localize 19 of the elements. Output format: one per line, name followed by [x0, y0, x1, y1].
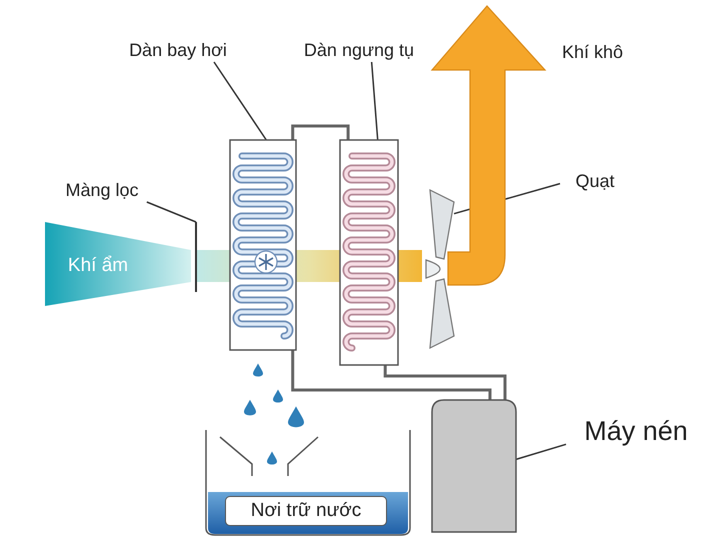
condenser-coil-drawing — [339, 139, 399, 366]
part-label: Màng lọc — [65, 180, 139, 200]
pipe — [291, 124, 350, 140]
pipe — [291, 350, 492, 400]
part-label: Dàn ngưng tụ — [304, 40, 414, 60]
evaporator-coil-drawing — [229, 139, 297, 351]
leader-line — [213, 62, 267, 140]
leader-line — [370, 62, 378, 140]
part-label: Dàn bay hơi — [129, 40, 227, 60]
inlet-label: Khí ẩm — [68, 255, 128, 277]
fan-drawing — [425, 188, 455, 350]
pipe — [384, 365, 506, 400]
leader-line — [516, 444, 566, 460]
part-label: Khí khô — [562, 42, 624, 63]
tank-label: Nơi trữ nước — [225, 496, 387, 526]
part-label: Máy nén — [584, 416, 688, 446]
compressor-drawing — [431, 399, 517, 533]
leader-line — [146, 201, 196, 223]
part-label: Quạt — [575, 170, 615, 192]
